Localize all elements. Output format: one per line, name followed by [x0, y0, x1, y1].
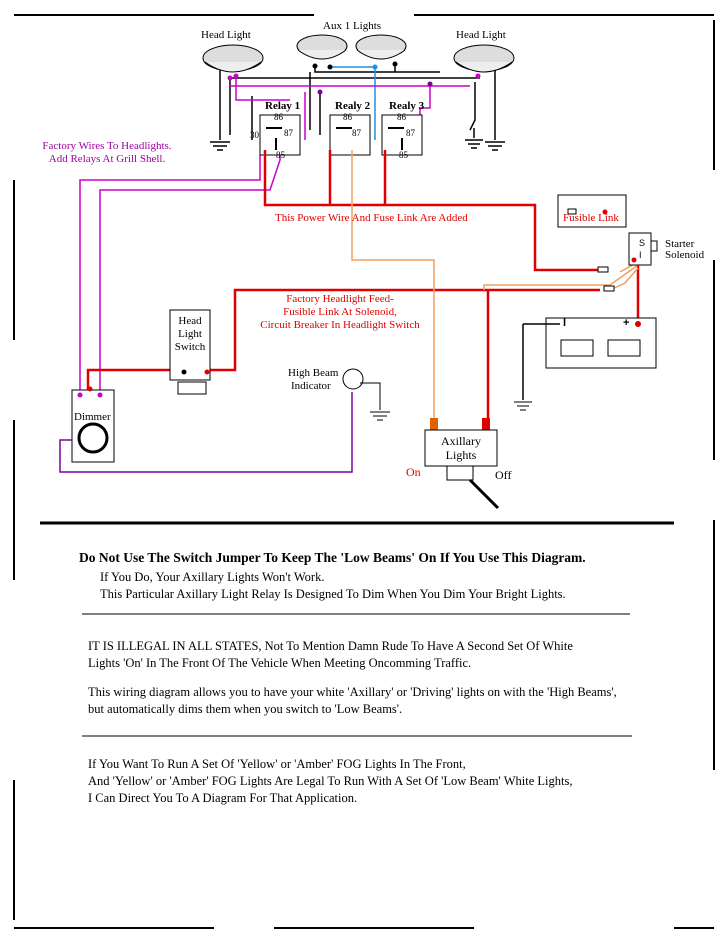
head-switch-label-2: Light — [178, 328, 202, 340]
page-frame — [13, 14, 715, 929]
high-beam-indicator — [59, 368, 390, 473]
dimmer-switch — [71, 386, 115, 463]
factory-headlight-wires — [79, 76, 470, 390]
head-light-switch — [169, 309, 211, 395]
relay1-pin30: 30 — [250, 130, 259, 140]
starter-solenoid — [628, 232, 658, 266]
headlight-left — [202, 44, 264, 73]
relay1-pin85: 85 — [276, 150, 285, 160]
battery-negative-label: I — [563, 317, 567, 329]
relay3-pin85: 85 — [399, 150, 408, 160]
note-dividers — [82, 613, 632, 737]
head-switch-label-1: Head — [178, 315, 202, 327]
aux-switch-off-label: Off — [495, 468, 512, 482]
fog-note-1: If You Want To Run A Set Of 'Yellow' or … — [88, 757, 466, 771]
headlight-left-label: Head Light — [201, 29, 251, 41]
fog-note-3: I Can Direct You To A Diagram For That A… — [88, 791, 358, 805]
relay3-pin87: 87 — [406, 128, 415, 138]
relay2-pin86: 86 — [343, 112, 352, 122]
power-wire-note: This Power Wire And Fuse Link Are Added — [275, 212, 468, 224]
high-beam-label-2: Indicator — [291, 380, 331, 392]
fuse-link-2 — [603, 285, 615, 292]
relay-2 — [329, 114, 371, 156]
relay-3 — [381, 114, 423, 156]
relay1-label: Relay 1 — [265, 100, 301, 112]
factory-wires-note-1: Factory Wires To Headlights. — [42, 140, 172, 152]
relay2-pin87: 87 — [352, 128, 361, 138]
purpose-note-2: but automatically dims them when you swi… — [88, 702, 403, 716]
battery-positive-label: + — [623, 317, 630, 329]
high-beam-label-1: High Beam — [288, 367, 339, 379]
note-line-1: If You Do, Your Axillary Lights Won't Wo… — [100, 570, 325, 584]
aux-feed-wire — [351, 150, 639, 420]
factory-feed-note-2: Fusible Link At Solenoid, — [283, 306, 397, 318]
aux-light-2 — [355, 34, 407, 60]
headlight-right — [453, 44, 515, 73]
headlight-right-label: Head Light — [456, 29, 506, 41]
power-wires — [86, 150, 640, 420]
solenoid-s-label: S — [639, 238, 646, 248]
dimmer-label: Dimmer — [74, 411, 111, 423]
aux-lights-switch — [424, 418, 500, 510]
fusible-link-label: Fusible Link — [563, 212, 619, 224]
warning-note: Do Not Use The Switch Jumper To Keep The… — [79, 550, 586, 565]
relay1-pin87: 87 — [284, 128, 293, 138]
starter-label-1: Starter — [665, 238, 695, 250]
junction-dots — [227, 61, 481, 95]
starter-label-2: Solenoid — [665, 249, 705, 261]
relay2-label: Realy 2 — [335, 100, 371, 112]
illegal-note-2: Lights 'On' In The Front Of The Vehicle … — [88, 656, 472, 670]
relay-1 — [259, 114, 301, 156]
relay3-pin86: 86 — [397, 112, 406, 122]
battery — [514, 317, 657, 411]
aux-light-1 — [296, 34, 348, 60]
factory-feed-note-1: Factory Headlight Feed- — [286, 293, 394, 305]
solenoid-i-label: I — [639, 250, 642, 260]
factory-wires-note-2: Add Relays At Grill Shell. — [48, 153, 166, 165]
fog-note-2: And 'Yellow' or 'Amber' FOG Lights Are L… — [88, 774, 573, 788]
aux-lights-label: Aux 1 Lights — [323, 20, 382, 32]
fusible-link-legend — [557, 194, 627, 228]
head-switch-label-3: Switch — [174, 341, 206, 353]
aux-switch-label-2: Lights — [445, 448, 477, 462]
illegal-note-1: IT IS ILLEGAL IN ALL STATES, Not To Ment… — [88, 639, 573, 653]
aux-switch-on-label: On — [406, 465, 421, 479]
relay1-pin86: 86 — [274, 112, 283, 122]
note-line-2: This Particular Axillary Light Relay Is … — [100, 587, 566, 601]
purpose-note-1: This wiring diagram allows you to have y… — [88, 685, 617, 699]
relay3-label: Realy 3 — [389, 100, 425, 112]
factory-feed-note-3: Circuit Breaker In Headlight Switch — [260, 319, 420, 331]
aux-switch-label-1: Axillary — [441, 434, 481, 448]
fuse-link-1 — [597, 266, 609, 273]
